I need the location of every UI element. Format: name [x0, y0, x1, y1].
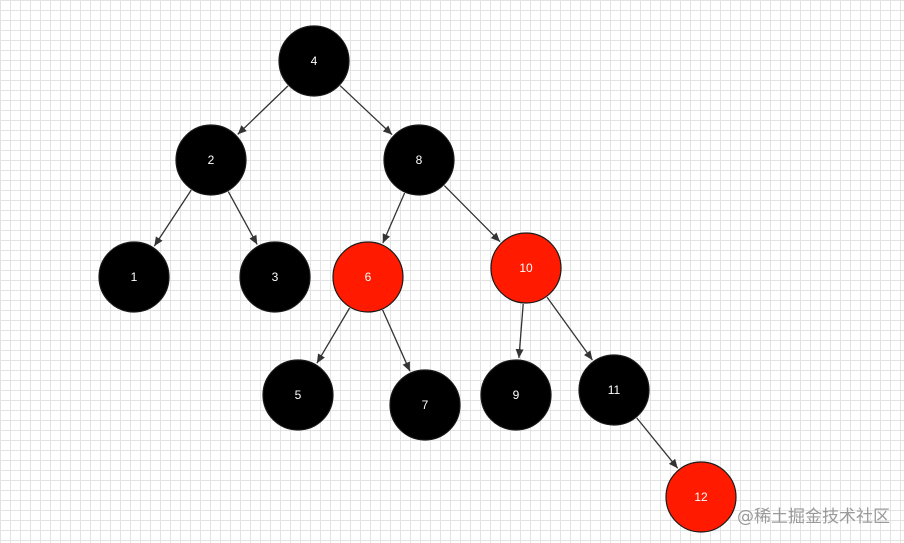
node-circle-red: [490, 232, 562, 304]
tree-node-5: 5: [262, 359, 334, 431]
node-circle-black: [578, 354, 650, 426]
tree-node-9: 9: [480, 359, 552, 431]
tree-node-6: 6: [332, 241, 404, 313]
node-circle-red: [332, 241, 404, 313]
tree-node-3: 3: [239, 241, 311, 313]
edge-n6-n5: [316, 307, 351, 364]
node-circle-red: [665, 461, 737, 533]
edges-layer: [153, 85, 679, 469]
node-label: 7: [422, 398, 429, 412]
node-label: 1: [131, 270, 138, 284]
node-circle-black: [98, 241, 170, 313]
tree-node-8: 8: [383, 124, 455, 196]
node-label: 2: [208, 153, 215, 167]
edge-n4-n8: [339, 85, 393, 136]
edge-n2-n1: [153, 189, 192, 247]
edge-n8-n10: [443, 185, 501, 243]
tree-node-1: 1: [98, 241, 170, 313]
edge-n8-n6: [382, 192, 406, 244]
edge-n10-n11: [546, 296, 593, 361]
node-circle-black: [278, 25, 350, 97]
node-label: 8: [416, 153, 423, 167]
node-circle-black: [262, 359, 334, 431]
node-label: 5: [295, 388, 302, 402]
edge-n6-n7: [382, 309, 411, 372]
node-label: 12: [694, 490, 708, 504]
node-circle-black: [239, 241, 311, 313]
nodes-layer: 4 2 8 1 3 6 10 5 7 9 11 12: [98, 25, 737, 533]
tree-node-4: 4: [278, 25, 350, 97]
edge-n2-n3: [227, 191, 258, 245]
tree-node-7: 7: [389, 369, 461, 441]
edge-n4-n2: [237, 85, 289, 135]
node-circle-black: [175, 124, 247, 196]
edge-n10-n9: [515, 303, 524, 359]
node-label: 4: [311, 54, 318, 68]
node-label: 10: [519, 261, 533, 275]
watermark-text: @稀土掘金技术社区: [737, 507, 890, 527]
node-label: 9: [513, 388, 520, 402]
edge-n11-n12: [636, 417, 679, 469]
node-label: 11: [608, 383, 621, 397]
node-circle-black: [480, 359, 552, 431]
node-circle-black: [389, 369, 461, 441]
tree-node-10: 10: [490, 232, 562, 304]
node-label: 3: [272, 270, 279, 284]
tree-node-11: 11: [578, 354, 650, 426]
tree-node-2: 2: [175, 124, 247, 196]
node-label: 6: [365, 270, 372, 284]
tree-node-12: 12: [665, 461, 737, 533]
node-circle-black: [383, 124, 455, 196]
